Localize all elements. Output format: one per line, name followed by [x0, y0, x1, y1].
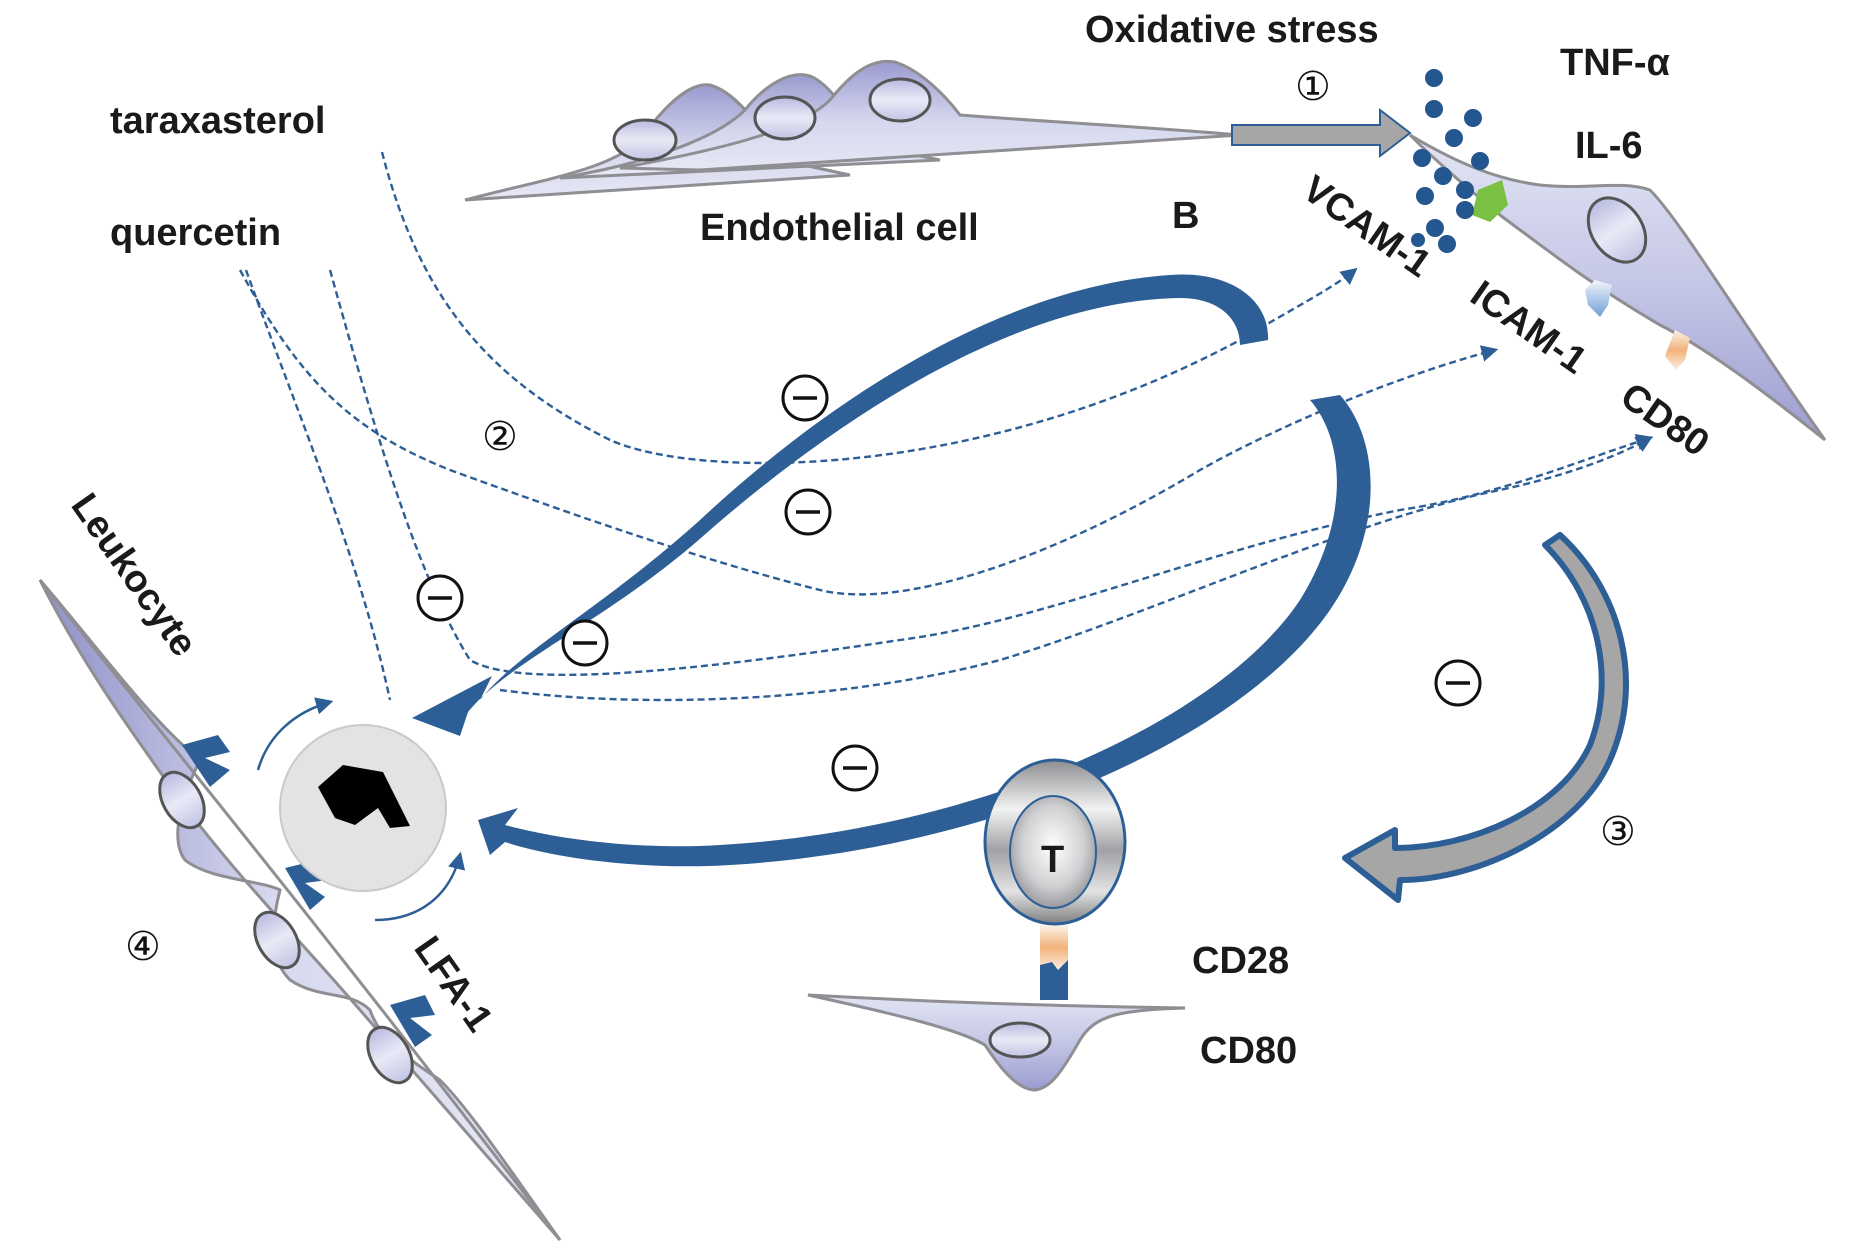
label-lfa1: LFA-1 [406, 929, 501, 1040]
cytokine-dots [1411, 69, 1489, 253]
nucleus [868, 77, 932, 123]
inhibition-icon [561, 619, 609, 667]
step-1-marker: ① [1295, 64, 1331, 110]
nucleus [612, 118, 678, 162]
label-oxidative-stress: Oxidative stress [1085, 9, 1379, 51]
lfa1-receptor [182, 735, 230, 787]
endothelial-cell-right [1408, 133, 1827, 442]
oxidative-stress-arrow [1231, 107, 1412, 159]
inhibition-icon [831, 744, 879, 792]
step3-gray-arrow [1342, 532, 1629, 903]
inhibition-icon [781, 374, 829, 422]
nucleus [253, 910, 301, 970]
label-taraxasterol: taraxasterol [110, 100, 325, 142]
label-tnf-alpha: TNF-α [1560, 42, 1670, 84]
label-cd28: CD28 [1192, 940, 1289, 982]
inhibition-icon [416, 574, 464, 622]
nucleus [753, 95, 817, 141]
cd80-receptor-orange [1665, 330, 1690, 370]
tnf-receptor-blue [1585, 280, 1612, 317]
green-receptor [1472, 180, 1508, 222]
endothelial-cell-group-top [464, 59, 1241, 202]
step-3-marker: ③ [1600, 809, 1636, 855]
label-quercetin: quercetin [110, 212, 281, 254]
label-icam1: ICAM-1 [1463, 273, 1594, 382]
inhibition-icon [1434, 659, 1482, 707]
leukocyte-body [256, 697, 466, 922]
nucleus [1586, 196, 1648, 264]
nucleus [366, 1025, 414, 1085]
nucleus [158, 770, 206, 830]
label-vcam1: VCAM-1 [1295, 168, 1438, 286]
label-cd80-bottom: CD80 [1200, 1030, 1297, 1072]
step-4-marker: ④ [125, 924, 161, 970]
step-2-marker: ② [482, 414, 518, 460]
cd80-receptor [1040, 958, 1068, 1000]
blue-feedback-arrows [412, 274, 1371, 867]
t-cell [807, 758, 1186, 1092]
inhibition-icon [784, 488, 832, 536]
label-t-cell: T [1041, 839, 1064, 881]
nucleus [988, 1021, 1052, 1059]
lfa1-receptor [390, 995, 435, 1047]
label-cd80-top: CD80 [1613, 375, 1717, 465]
inhibition-dashed-lines [238, 151, 1654, 702]
label-endothelial-cell: Endothelial cell [700, 207, 979, 249]
leukocyte-cells [38, 579, 562, 1241]
cd28-receptor [1040, 925, 1068, 970]
label-il6: IL-6 [1575, 125, 1643, 167]
panel-label: B [1172, 195, 1199, 237]
